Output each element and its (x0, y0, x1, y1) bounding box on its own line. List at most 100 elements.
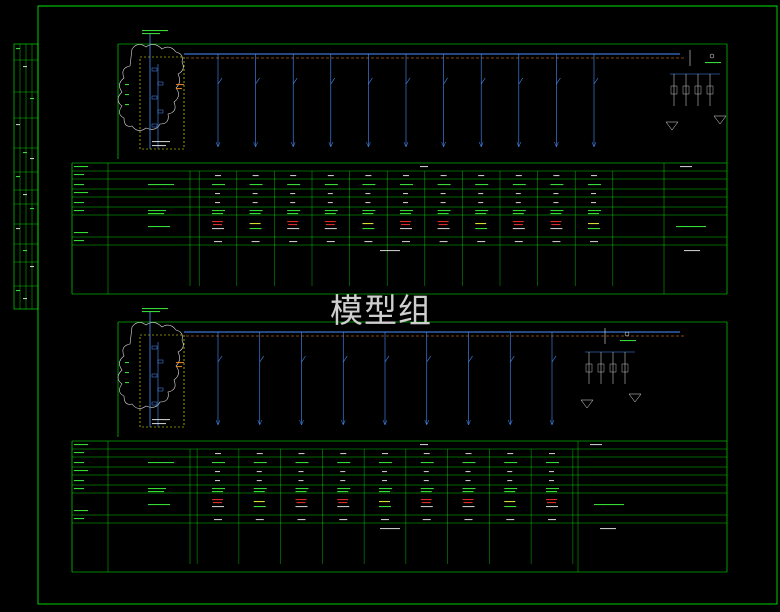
cad-text-mark (475, 213, 487, 215)
cad-text-mark (337, 488, 351, 490)
cad-text-mark (588, 213, 599, 215)
breaker-symbol (157, 387, 164, 392)
cad-text-mark (74, 240, 84, 242)
cad-text-mark (364, 241, 373, 243)
cad-text-mark (590, 444, 602, 446)
cad-text-mark (402, 241, 410, 243)
cad-text-mark (513, 224, 523, 226)
feeder-arrow (328, 141, 334, 148)
feeder-arrow (591, 141, 597, 148)
feeder-breaker (330, 77, 336, 85)
cad-text-mark (437, 213, 449, 215)
cad-text-mark (420, 444, 428, 446)
cad-text-mark (465, 453, 472, 455)
cad-text-mark (546, 462, 559, 464)
capacitor-symbol (682, 85, 690, 95)
cad-text-mark (212, 506, 224, 508)
cad-text-mark (591, 175, 597, 177)
cad-text-mark (380, 528, 400, 530)
cad-text-mark (362, 210, 376, 212)
revision-cloud (117, 44, 184, 131)
cad-text-mark (381, 519, 389, 521)
cad-text-mark (148, 226, 170, 228)
cad-text-mark (549, 453, 555, 455)
cad-text-mark (477, 241, 486, 243)
cad-text-mark (379, 462, 392, 464)
cad-text-mark (337, 506, 350, 508)
cad-text-mark (382, 453, 388, 455)
cad-text-mark (287, 228, 300, 230)
breaker-symbol (151, 123, 158, 128)
cad-text-mark (420, 488, 434, 490)
cad-text-mark (475, 210, 489, 212)
cad-text-mark (125, 362, 129, 364)
cad-text-mark (148, 184, 174, 186)
cad-text-mark (142, 33, 160, 35)
cad-text-mark (148, 504, 170, 506)
distribution-panel-lower[interactable] (71, 308, 728, 573)
feeder-arrow (253, 141, 258, 148)
cad-text-mark (379, 488, 392, 490)
cad-text-mark (600, 528, 616, 530)
capacitor-symbol (609, 363, 617, 373)
cad-text-mark (148, 210, 166, 212)
cad-text-mark (423, 471, 429, 473)
cad-text-mark (400, 221, 411, 223)
feeder-breaker (593, 77, 599, 85)
cad-text-mark (16, 290, 20, 292)
cad-text-mark (74, 518, 84, 520)
cad-text-mark (212, 462, 225, 464)
cad-text-mark (464, 519, 473, 521)
feeder-arrow (508, 419, 513, 426)
cad-text-mark (212, 491, 223, 493)
cad-text-mark (142, 30, 168, 32)
cad-text-mark (212, 221, 223, 223)
cad-text-mark (549, 480, 554, 482)
cad-text-mark (620, 340, 636, 342)
cad-text-mark (550, 210, 564, 212)
cad-text-mark (152, 141, 170, 143)
cad-text-mark (215, 202, 220, 204)
capacitor-symbol (585, 363, 593, 373)
cad-text-mark (215, 471, 220, 473)
left-title-block (13, 43, 39, 310)
cad-text-mark (324, 210, 338, 212)
cad-text-mark (551, 224, 561, 226)
cad-text-mark (705, 62, 721, 64)
feeder-arrow (478, 141, 484, 148)
capacitor-symbol (706, 85, 714, 95)
cad-text-mark (553, 202, 559, 204)
cad-text-mark (594, 504, 624, 506)
cad-text-mark (74, 452, 84, 454)
breaker-symbol (151, 373, 158, 378)
cad-text-mark (125, 104, 129, 106)
feeder-arrow (516, 141, 522, 148)
cad-text-mark (249, 210, 263, 212)
feeder-arrow (466, 419, 471, 426)
feeder-breaker (292, 77, 298, 85)
cad-text-mark (462, 488, 476, 490)
breaker-symbol (157, 359, 164, 364)
cad-text-mark (676, 226, 706, 228)
cad-text-mark (253, 462, 267, 464)
cad-text-mark (176, 366, 182, 368)
cad-text-mark (546, 491, 557, 493)
cad-text-mark (252, 175, 259, 177)
feeder-arrow (215, 419, 221, 426)
cad-text-mark (287, 213, 299, 215)
cad-text-mark (478, 175, 485, 177)
cad-text-mark (152, 419, 170, 421)
cad-text-mark (512, 221, 524, 223)
distribution-panel-upper[interactable] (71, 30, 728, 295)
cad-text-mark (362, 213, 374, 215)
cad-text-mark (365, 193, 371, 195)
cad-text-mark (212, 228, 224, 230)
cad-text-mark (253, 491, 265, 493)
cad-text-mark (504, 488, 518, 490)
cad-text-mark (382, 471, 387, 473)
cad-text-mark (212, 184, 225, 186)
feeder-breaker (510, 355, 515, 363)
feeder-breaker (255, 77, 260, 85)
cad-text-mark (212, 499, 223, 501)
